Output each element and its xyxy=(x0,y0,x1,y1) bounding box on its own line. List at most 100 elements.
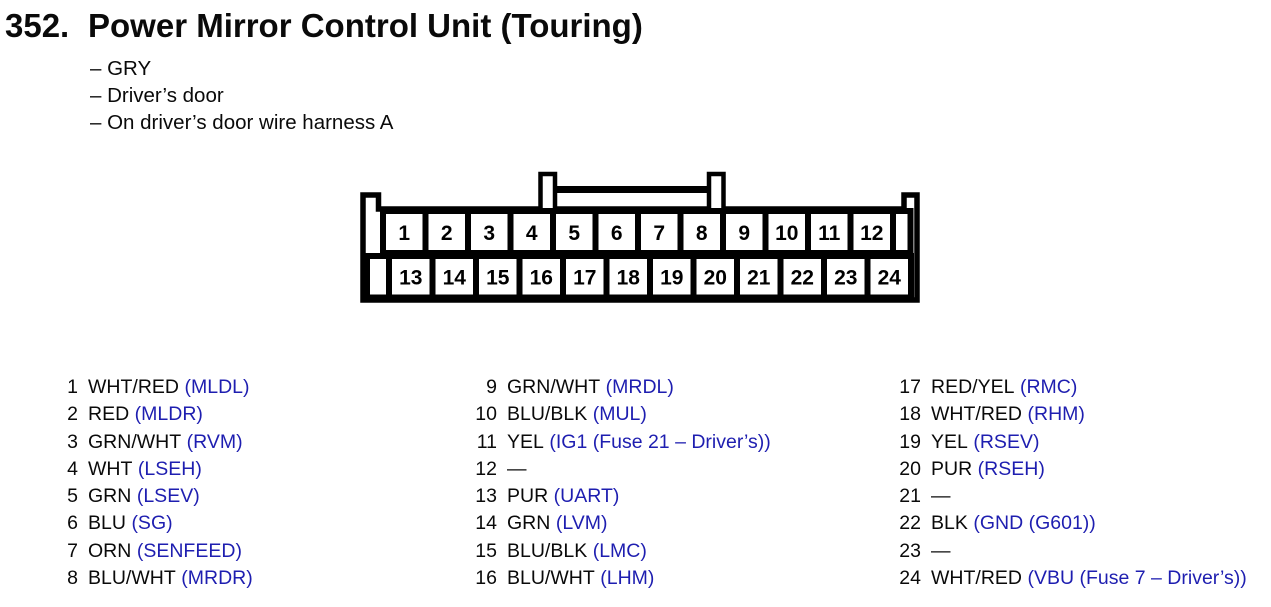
pin-number: 6 xyxy=(67,512,78,535)
connector-pin-number: 7 xyxy=(653,222,665,245)
pin-row: 11 YEL(IG1 (Fuse 21 – Driver’s)) xyxy=(473,429,771,456)
connector-pin-cell xyxy=(647,253,697,301)
page-title: Power Mirror Control Unit (Touring) xyxy=(88,7,643,44)
pin-wire-color: YEL xyxy=(931,430,968,453)
pin-wire-color: WHT/RED xyxy=(931,566,1022,589)
pin-wire-color: WHT/RED xyxy=(88,376,179,398)
pin-signal-name: (MLDR) xyxy=(134,403,203,426)
connector-pin-number: 1 xyxy=(398,222,410,245)
pin-wire-color: YEL xyxy=(507,430,544,453)
connector-pin-number: 8 xyxy=(696,222,708,245)
pin-signal-name: (RSEH) xyxy=(977,457,1045,480)
pin-signal-name: (RSEV) xyxy=(973,430,1040,453)
connector-pin-number: 11 xyxy=(818,222,841,245)
pin-signal-name: (LVM) xyxy=(555,512,608,535)
connector-pin-number: 14 xyxy=(443,267,467,290)
pin-signal-name: (MUL) xyxy=(592,403,647,426)
pin-wire-color: PUR xyxy=(931,457,973,480)
pin-number: 4 xyxy=(67,457,78,480)
notes-list: – GRY – Driver’s door – On driver’s door… xyxy=(90,56,393,137)
pin-wire-color: PUR xyxy=(507,485,549,507)
pin-number: 12 xyxy=(475,457,497,480)
pin-signal-name: (RMC) xyxy=(1019,376,1078,398)
pin-number: 8 xyxy=(67,566,78,589)
pin-number: 19 xyxy=(899,430,921,453)
connector-pin-number: 16 xyxy=(530,267,553,290)
section-number: 352. xyxy=(5,7,70,44)
pin-signal-name: (VBU (Fuse 7 – Driver’s)) xyxy=(1027,566,1247,589)
note-item: – GRY xyxy=(90,57,152,80)
connector-pin-cell xyxy=(603,253,653,301)
pin-wire-color: BLK xyxy=(931,512,968,535)
pin-wire-color: GRN xyxy=(507,512,551,535)
pin-number: 23 xyxy=(899,539,921,562)
pin-wire-color: BLU xyxy=(88,512,126,535)
pin-number: 16 xyxy=(475,566,497,589)
pin-signal-name: (SG) xyxy=(131,512,173,535)
connector-latch-post xyxy=(538,171,558,214)
pin-wire-color: GRN/WHT xyxy=(88,430,182,453)
connector-blank-cell xyxy=(364,253,392,301)
pin-wire-color: — xyxy=(507,457,527,480)
connector-pin-number: 18 xyxy=(617,267,641,290)
pin-number: 11 xyxy=(476,430,497,453)
connector-pin-number: 12 xyxy=(860,222,883,245)
pin-wire-color: BLU/BLK xyxy=(507,539,588,562)
pin-signal-name: (LSEH) xyxy=(137,457,202,480)
connector-pin-number: 20 xyxy=(704,267,727,290)
pin-number: 2 xyxy=(67,403,78,426)
connector-pin-number: 17 xyxy=(573,267,596,290)
pin-number: 21 xyxy=(899,485,921,507)
connector-pin-number: 6 xyxy=(611,222,623,245)
pin-row: 19 YEL(RSEV) xyxy=(897,429,1247,456)
pin-wire-color: ORN xyxy=(88,539,132,562)
pin-number: 18 xyxy=(899,403,921,426)
pin-row: 23— xyxy=(897,538,1247,565)
pin-number: 5 xyxy=(67,485,78,507)
pin-number: 24 xyxy=(899,566,921,589)
connector-pin-number: 19 xyxy=(660,267,683,290)
pin-wire-color: GRN/WHT xyxy=(507,376,601,398)
connector-pin-number: 15 xyxy=(486,267,510,290)
connector-pin-number: 22 xyxy=(791,267,814,290)
pin-wire-color: BLU/WHT xyxy=(88,566,176,589)
connector-bottom-row xyxy=(364,253,914,301)
connector-pin-number: 24 xyxy=(878,267,902,290)
connector-pin-cell xyxy=(507,208,556,256)
pin-wire-color: — xyxy=(931,485,951,507)
pin-number: 20 xyxy=(899,457,921,480)
connector-latch-bar xyxy=(546,186,716,193)
pin-row: 5 GRN(LSEV) xyxy=(54,483,253,510)
pin-signal-name: (LSEV) xyxy=(136,485,200,507)
pin-wire-color: GRN xyxy=(88,485,132,507)
pin-signal-name: (IG1 (Fuse 21 – Driver’s)) xyxy=(549,430,771,453)
connector-pin-number: 23 xyxy=(834,267,857,290)
pin-number: 3 xyxy=(67,430,78,453)
pin-wire-color: BLU/BLK xyxy=(507,403,588,426)
section-heading: 352. Power Mirror Control Unit (Touring) xyxy=(5,6,643,46)
pin-row: 24 WHT/RED(VBU (Fuse 7 – Driver’s)) xyxy=(897,565,1247,592)
pin-signal-name: (GND (G601)) xyxy=(973,512,1096,535)
pin-signal-name: (LHM) xyxy=(600,566,655,589)
pin-number: 10 xyxy=(475,403,497,426)
connector-pin-number: 13 xyxy=(399,267,422,290)
connector-pin-number: 3 xyxy=(483,222,495,245)
connector-pin-number: 10 xyxy=(775,222,798,245)
pin-row: 20 PUR(RSEH) xyxy=(897,456,1247,483)
pin-signal-name: (MRDR) xyxy=(181,566,253,589)
pin-signal-name: (SENFEED) xyxy=(136,539,242,562)
